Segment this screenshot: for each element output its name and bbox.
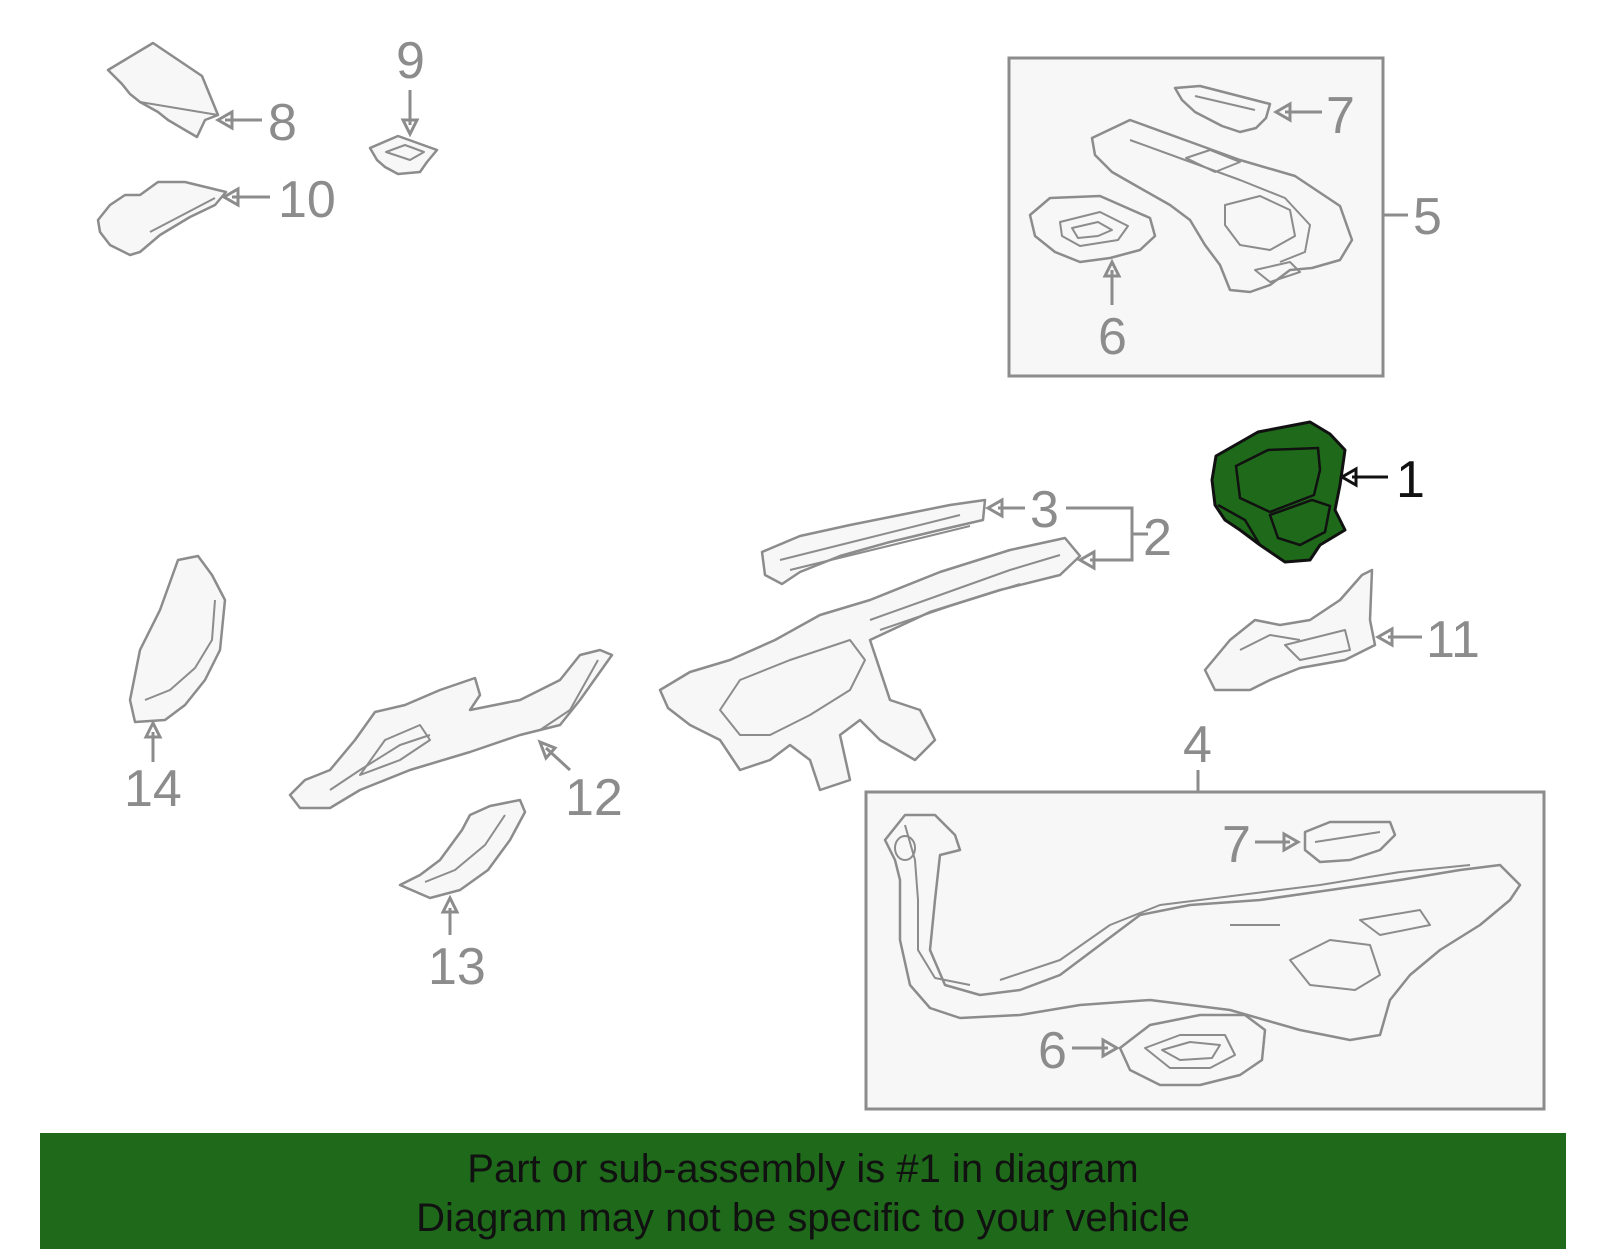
- callout-6-upper: 6: [1098, 308, 1127, 366]
- part-7-lower[interactable]: [1303, 820, 1397, 864]
- part-10[interactable]: [96, 180, 228, 257]
- part-3[interactable]: [760, 498, 987, 586]
- part-9[interactable]: [368, 134, 439, 176]
- callout-8: 8: [268, 94, 297, 152]
- part-4-panel[interactable]: [883, 813, 1522, 1042]
- part-8[interactable]: [106, 41, 220, 139]
- callout-9: 9: [396, 32, 425, 90]
- part-14[interactable]: [128, 554, 227, 724]
- info-banner: Part or sub-assembly is #1 in diagram Di…: [40, 1133, 1566, 1249]
- callout-4: 4: [1183, 716, 1212, 774]
- part-2-dash-frame[interactable]: [658, 536, 1082, 792]
- callout-13: 13: [428, 938, 486, 996]
- callout-1: 1: [1396, 451, 1425, 509]
- leader-12: [544, 746, 572, 772]
- callout-10: 10: [278, 171, 336, 229]
- part-1-highlighted[interactable]: [1210, 420, 1347, 564]
- part-6-upper[interactable]: [1028, 194, 1157, 264]
- part-11[interactable]: [1203, 568, 1377, 692]
- part-12[interactable]: [288, 648, 614, 810]
- part-6-lower[interactable]: [1118, 1013, 1267, 1087]
- callout-11: 11: [1426, 611, 1480, 669]
- callout-2: 2: [1143, 509, 1172, 567]
- callout-7-upper: 7: [1326, 87, 1355, 145]
- banner-line-1: Part or sub-assembly is #1 in diagram: [467, 1147, 1139, 1191]
- callout-5: 5: [1413, 188, 1442, 246]
- callout-3: 3: [1030, 481, 1059, 539]
- callout-12: 12: [565, 769, 623, 827]
- callout-6-lower: 6: [1038, 1022, 1067, 1080]
- part-5-panel[interactable]: [1090, 118, 1354, 294]
- banner-line-2: Diagram may not be specific to your vehi…: [416, 1196, 1190, 1240]
- part-7-upper[interactable]: [1173, 84, 1272, 134]
- part-13[interactable]: [398, 798, 527, 900]
- callout-7-lower: 7: [1222, 816, 1251, 874]
- callout-14: 14: [124, 760, 182, 818]
